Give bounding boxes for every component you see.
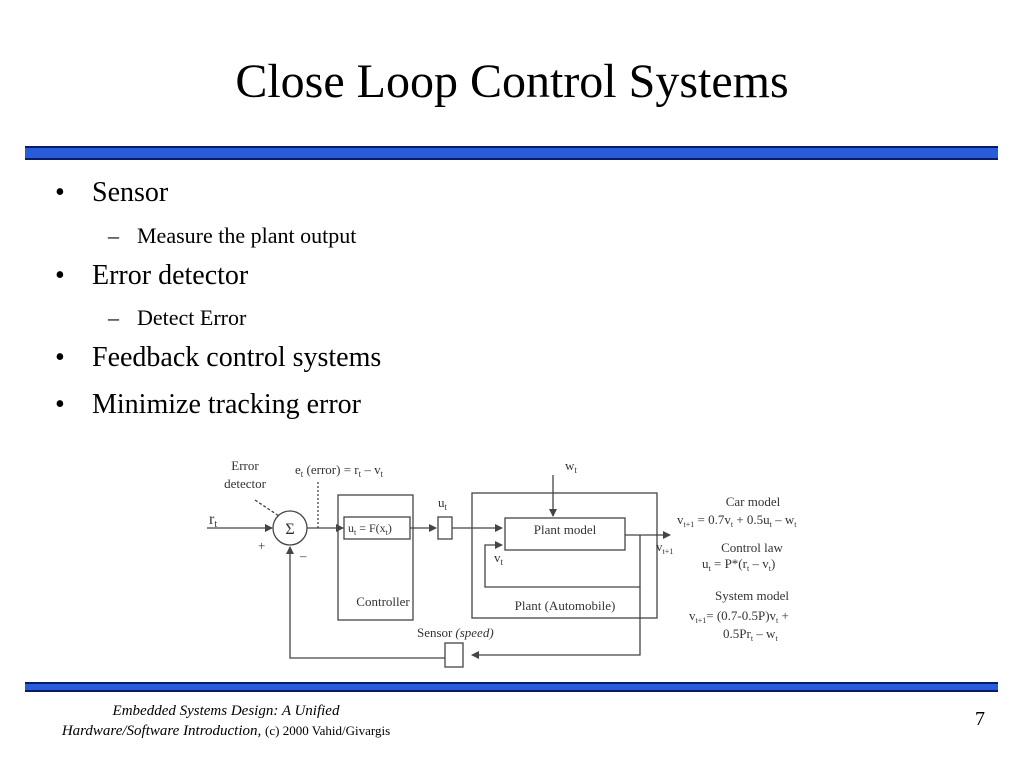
controller-label: Controller	[356, 594, 410, 609]
car-model-equation: vt+1 = 0.7vt + 0.5ut – wt	[677, 512, 797, 529]
control-signal-label: ut	[438, 495, 448, 512]
plant-state-feedback	[484, 535, 641, 588]
control-law-equation: ut = P*(rt – vt)	[702, 556, 775, 573]
plus-sign: +	[258, 538, 265, 553]
plant-model-box	[504, 517, 626, 551]
bullet-text: Feedback control systems	[92, 342, 382, 373]
bullet-marker: •	[55, 177, 65, 208]
plant-automobile-label: Plant (Automobile)	[515, 598, 616, 613]
sigma-symbol: Σ	[285, 521, 294, 538]
system-model-equation-line1: vt+1= (0.7-0.5P)vt +	[689, 608, 789, 625]
controller-equation: ut = F(xt)	[348, 521, 392, 537]
controller-block	[337, 494, 414, 621]
error-detector-pointer	[254, 499, 280, 517]
sensor-block	[444, 642, 464, 668]
system-model-title: System model	[715, 588, 789, 603]
plant-model-label: Plant model	[534, 522, 597, 537]
bullet-text: Error detector	[92, 260, 249, 291]
sub-bullet-text: Measure the plant output	[137, 223, 357, 248]
dash-marker: –	[108, 305, 119, 330]
error-detector-label: detector	[224, 476, 267, 491]
feedback-control-diagram: Error detector rt + – Σ et (error) = rt …	[207, 458, 797, 668]
error-equation: et (error) = rt – vt	[295, 462, 384, 479]
plant-state-label: vt	[494, 550, 504, 567]
plant-block	[471, 492, 658, 619]
footer-citation: Embedded Systems Design: A Unified Hardw…	[36, 701, 416, 741]
plant-output-label: vt+1	[656, 539, 673, 556]
car-model-title: Car model	[726, 494, 781, 509]
sensor-feedback-line	[471, 587, 641, 659]
bullet-marker: •	[55, 342, 65, 373]
minus-sign: –	[299, 548, 307, 563]
footer-copyright: (c) 2000 Vahid/Givargis	[265, 723, 391, 738]
error-detector-label: Error	[231, 458, 259, 473]
footer-book-title-line2: Hardware/Software Introduction,	[61, 723, 262, 739]
reference-input-label: rt	[209, 511, 217, 530]
bullet-marker: •	[55, 389, 65, 420]
page-number: 7	[975, 708, 985, 730]
bullet-text: Sensor	[92, 177, 169, 208]
feedback-arrow	[286, 546, 445, 659]
disturbance-label: wt	[565, 458, 577, 475]
bullet-text: Minimize tracking error	[92, 389, 362, 420]
control-signal-box	[437, 516, 453, 540]
sensor-label: Sensor(speed)	[417, 625, 494, 640]
dash-marker: –	[108, 223, 119, 248]
footer-divider-bar	[25, 682, 998, 692]
sub-bullet-text: Detect Error	[137, 305, 247, 330]
system-model-equation-line2: 0.5Prt – wt	[723, 626, 778, 643]
slide-title: Close Loop Control Systems	[235, 55, 789, 108]
footer-book-title-line1: Embedded Systems Design: A Unified	[112, 703, 340, 719]
control-law-title: Control law	[721, 540, 783, 555]
bullet-marker: •	[55, 260, 65, 291]
header-divider-bar	[25, 146, 998, 160]
